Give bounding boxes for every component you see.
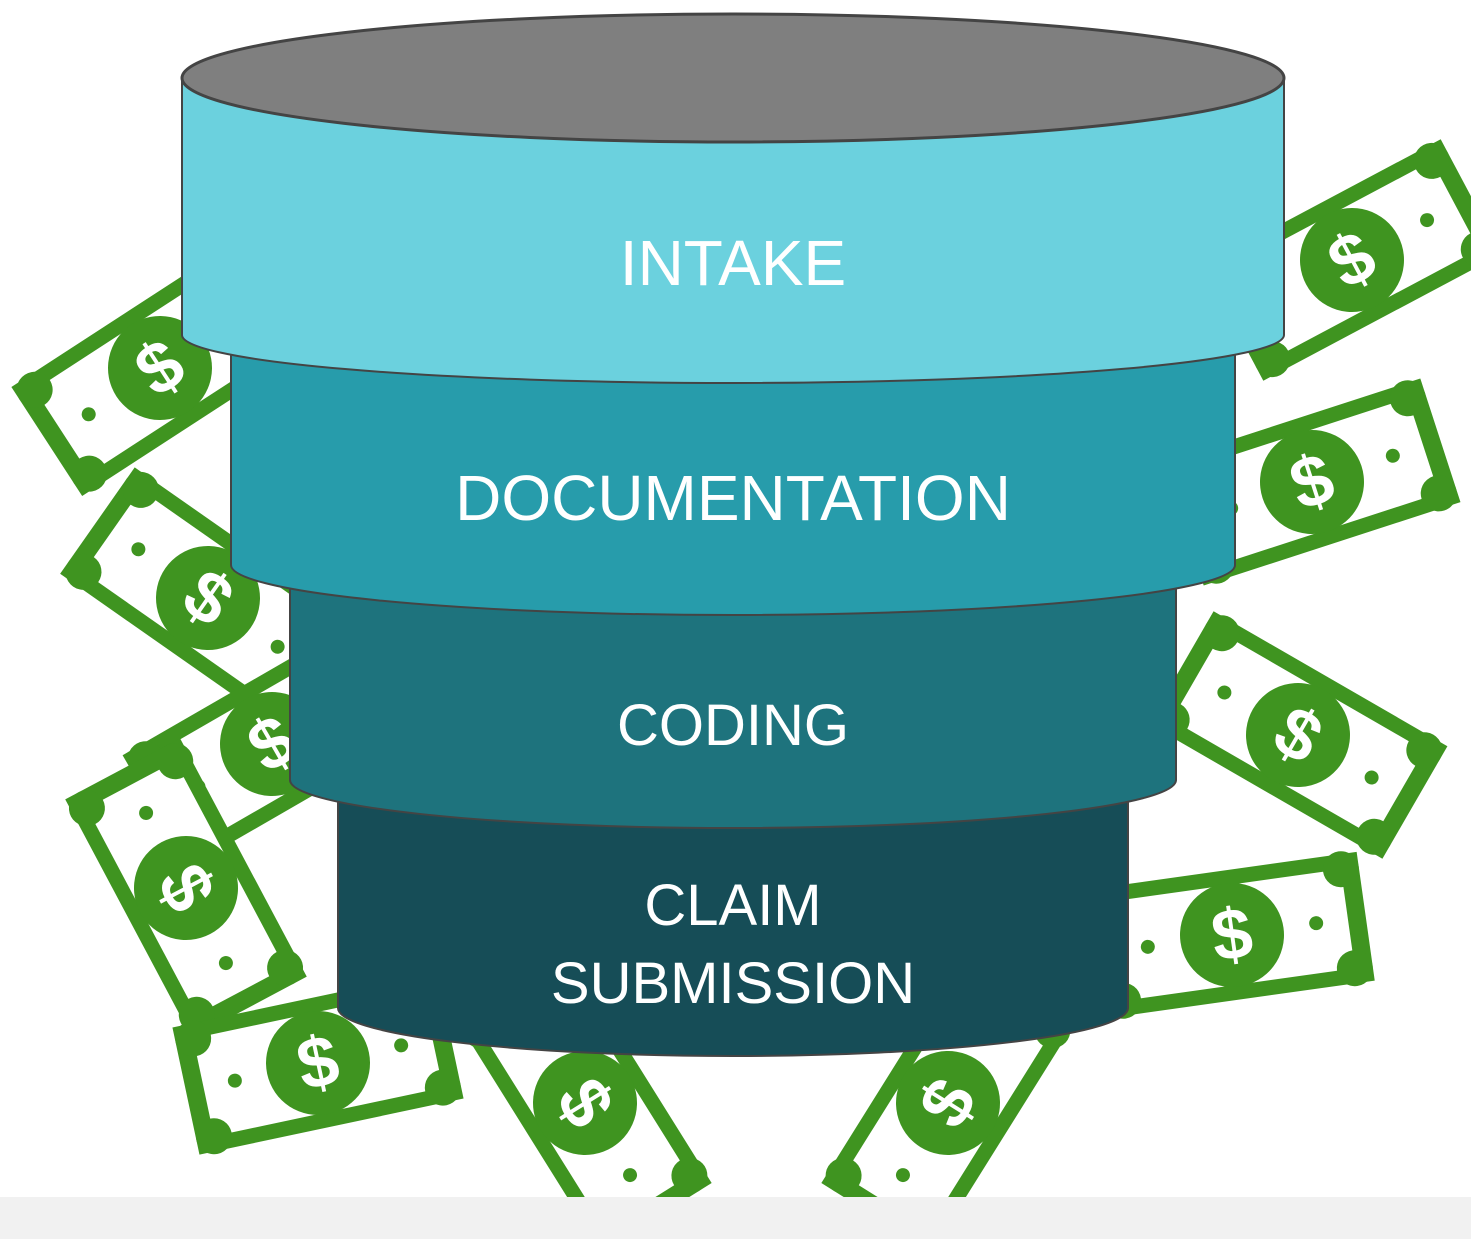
dollar-bill-icon: $ [1088,848,1376,1022]
funnel-stage-documentation: DOCUMENTATION [230,331,1236,616]
funnel-stage-coding: CODING [289,561,1177,829]
stage-label-coding: CODING [617,693,849,758]
funnel-stage-claim-submission: CLAIM SUBMISSION [337,779,1129,1057]
funnel-stage-intake: INTAKE [181,77,1285,384]
funnel: CLAIM SUBMISSION CODING DOCUMENTATION INTAKE [180,12,1286,1057]
stage-label-claim-submission: SUBMISSION [551,951,915,1016]
dollar-bill-icon: $ [171,968,465,1158]
dollar-bill-icon: $ [455,952,715,1244]
stage-label-intake: INTAKE [620,227,846,299]
dollar-bill-icon: $ [1200,136,1471,384]
stage-label-documentation: DOCUMENTATION [455,462,1011,534]
funnel-top-opening [180,12,1286,144]
dollar-bill-icon: $ [1162,375,1462,589]
dollar-bill-icon: $ [1147,608,1449,862]
stage-label-claim-submission: CLAIM [644,873,821,938]
bottom-strip [0,1197,1471,1239]
dollar-bill-icon: $ [818,952,1078,1244]
dollar-bill-icon: $ [62,736,310,1040]
